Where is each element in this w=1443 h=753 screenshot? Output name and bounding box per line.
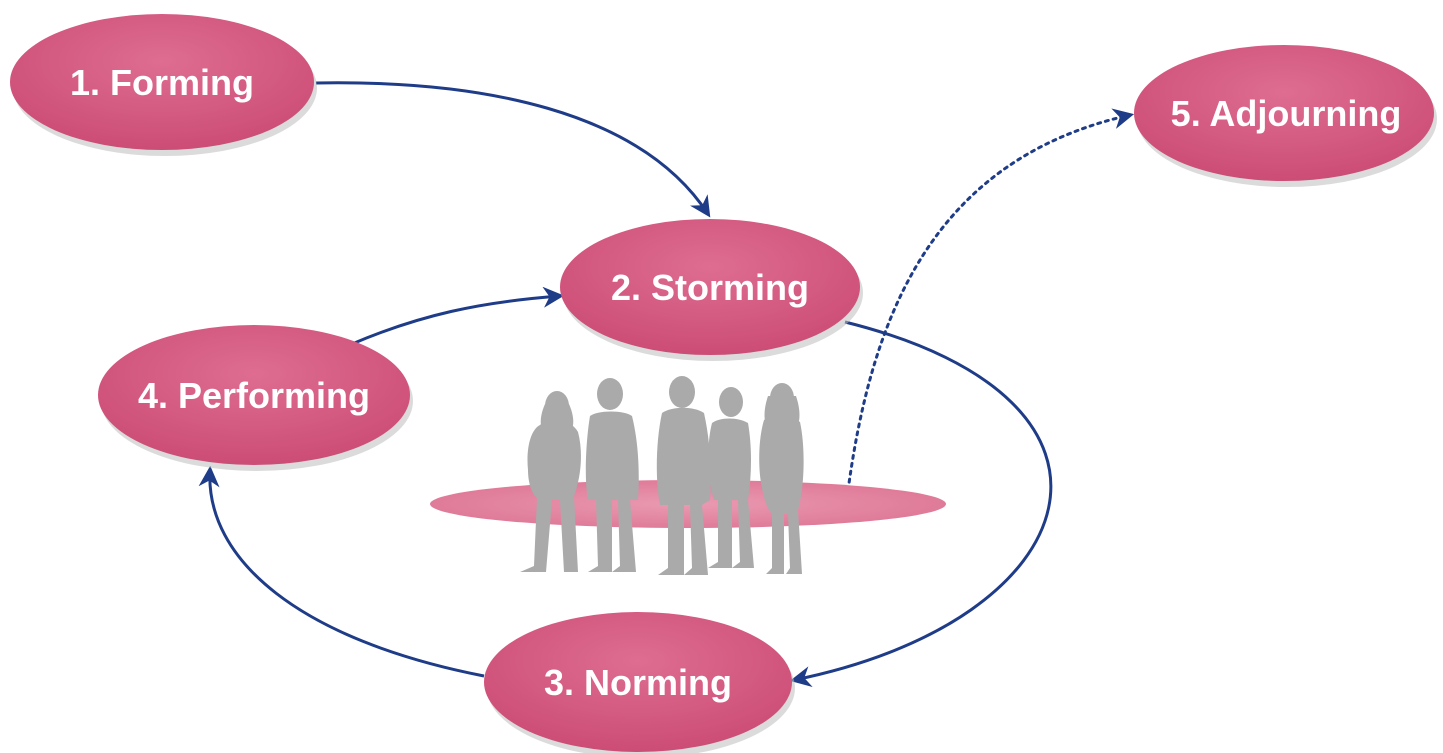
stage-node-storming: 2. Storming bbox=[560, 219, 863, 361]
stage-ellipse bbox=[98, 325, 410, 465]
person-silhouette bbox=[759, 383, 804, 574]
stage-node-performing: 4. Performing bbox=[98, 325, 413, 471]
stage-node-norming: 3. Norming bbox=[484, 612, 795, 753]
stage-ellipse bbox=[1134, 45, 1434, 181]
stage-ellipse bbox=[560, 219, 860, 355]
stage-node-forming: 1. Forming bbox=[10, 14, 317, 156]
arrow-storming-to-norming bbox=[789, 320, 1053, 687]
arrow-norming-to-performing bbox=[198, 465, 485, 678]
person-silhouette bbox=[708, 387, 754, 568]
person-silhouette bbox=[520, 391, 581, 572]
arrow-dotted-to-adjourning bbox=[845, 108, 1135, 500]
stage-ellipse bbox=[484, 612, 792, 752]
arrow-forming-to-storming bbox=[315, 81, 711, 218]
person-silhouette bbox=[656, 376, 711, 575]
arrows bbox=[198, 81, 1135, 687]
stage-label-storming: 2. Storming bbox=[611, 267, 809, 308]
stage-label-performing: 4. Performing bbox=[138, 375, 370, 416]
stage-label-forming: 1. Forming bbox=[70, 62, 254, 103]
team-illustration bbox=[430, 376, 946, 575]
stage-label-adjourning: 5. Adjourning bbox=[1171, 93, 1402, 134]
group-of-people-icon bbox=[520, 376, 804, 575]
arrow-performing-to-storming bbox=[351, 286, 565, 346]
stage-ellipse bbox=[10, 14, 314, 150]
stage-node-adjourning: 5. Adjourning bbox=[1134, 45, 1437, 187]
stage-label-norming: 3. Norming bbox=[544, 662, 732, 703]
person-silhouette bbox=[585, 378, 639, 572]
